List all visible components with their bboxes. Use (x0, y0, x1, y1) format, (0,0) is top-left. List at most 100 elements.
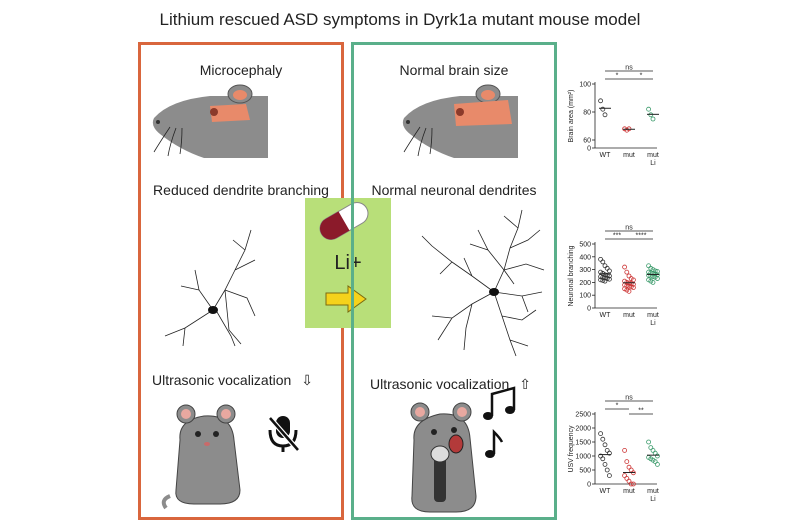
y-tick-label: 100 (579, 82, 591, 89)
y-axis-label: Brain area (mm²) (568, 90, 575, 143)
data-point (626, 273, 632, 279)
y-tick-label: 100 (579, 293, 591, 300)
neuron-reduced-branching (164, 229, 256, 347)
significance-label: **** (636, 233, 647, 240)
left-neuron-label: Reduced dendrite branching (153, 182, 329, 198)
data-point (600, 259, 606, 265)
significance-label: ns (625, 395, 633, 402)
mouse-silent (161, 404, 241, 510)
significance-label: ns (625, 225, 633, 232)
data-point (607, 450, 612, 456)
significance-label: * (640, 73, 643, 80)
y-tick-label: 500 (579, 242, 591, 249)
data-point (598, 277, 603, 283)
muted-microphone-icon (268, 416, 300, 452)
data-point (628, 284, 634, 290)
data-point (646, 439, 651, 445)
small-brain (210, 104, 250, 122)
y-tick-label: 80 (583, 110, 591, 117)
y-tick-label: 1500 (575, 440, 591, 447)
x-category-label: mut (647, 312, 659, 319)
significance-label: ns (625, 65, 633, 72)
data-point (622, 448, 627, 453)
x-category-label: WT (600, 312, 612, 319)
x-category-label: Li (650, 320, 656, 327)
data-point (655, 276, 660, 281)
data-point (624, 269, 630, 275)
data-point (626, 288, 632, 294)
data-point (646, 263, 651, 269)
arrow-down-icon: ⇩ (301, 372, 313, 388)
data-point (604, 265, 610, 271)
x-category-label: Li (650, 160, 656, 167)
significance-label: * (616, 403, 619, 410)
data-point (624, 459, 630, 464)
y-tick-label: 2000 (575, 426, 591, 433)
data-point (646, 272, 651, 278)
y-tick-label: 0 (587, 146, 591, 153)
data-point (631, 277, 636, 283)
data-point (600, 436, 606, 442)
data-point (655, 462, 660, 467)
data-point (602, 263, 608, 269)
data-point (602, 278, 608, 284)
y-tick-label: 2500 (575, 412, 591, 419)
microphone-icon (434, 456, 446, 502)
y-axis-label: Neuronal branching (568, 245, 575, 306)
data-point (602, 462, 608, 467)
x-category-label: mut (623, 488, 635, 495)
data-point (602, 442, 608, 448)
music-notes-icon (483, 386, 516, 458)
y-tick-label: 1000 (575, 454, 591, 461)
data-point (598, 274, 603, 280)
y-tick-label: 0 (587, 306, 591, 313)
y-tick-label: 60 (583, 138, 591, 145)
right-usv-label: Ultrasonic vocalization ⇧ (370, 376, 531, 392)
right-panel (351, 42, 557, 520)
data-point (607, 473, 612, 478)
data-point (628, 481, 634, 487)
data-point (604, 467, 610, 473)
data-point (598, 256, 603, 262)
data-point (600, 456, 606, 462)
data-point (655, 453, 660, 459)
left-usv-label: Ultrasonic vocalization ⇩ (152, 372, 313, 388)
data-point (600, 278, 606, 283)
right-brain-label: Normal brain size (399, 62, 509, 78)
data-point (624, 283, 630, 288)
x-category-label: WT (600, 488, 612, 495)
y-tick-label: 500 (579, 468, 591, 475)
y-axis-label: USV frequency (568, 425, 575, 473)
significance-label: * (616, 73, 619, 80)
left-brain-label: Microcephaly (199, 62, 283, 78)
data-point (622, 264, 627, 270)
mouse-singing (410, 402, 477, 513)
capsule-icon (319, 202, 369, 240)
x-category-label: mut (623, 312, 635, 319)
data-point (646, 106, 651, 112)
data-point (598, 98, 603, 104)
y-tick-label: 400 (579, 254, 591, 261)
data-point (650, 280, 656, 285)
data-point (626, 283, 632, 289)
x-category-label: mut (647, 488, 659, 495)
data-point (598, 431, 603, 436)
data-point (650, 116, 656, 122)
data-point (607, 268, 612, 274)
lithium-label: Li+ (334, 252, 362, 274)
x-category-label: Li (650, 496, 656, 503)
figure-title: Lithium rescued ASD symptoms in Dyrk1a m… (159, 10, 641, 29)
y-tick-label: 0 (587, 482, 591, 489)
neuron-normal-dendrites (421, 209, 545, 357)
x-category-label: mut (647, 152, 659, 159)
significance-label: *** (613, 233, 621, 240)
y-tick-label: 200 (579, 280, 591, 287)
arrow-right-icon (325, 285, 367, 313)
x-category-label: mut (623, 152, 635, 159)
data-point (607, 276, 612, 282)
mouse-head-microcephaly (152, 84, 268, 158)
data-point (600, 106, 606, 112)
